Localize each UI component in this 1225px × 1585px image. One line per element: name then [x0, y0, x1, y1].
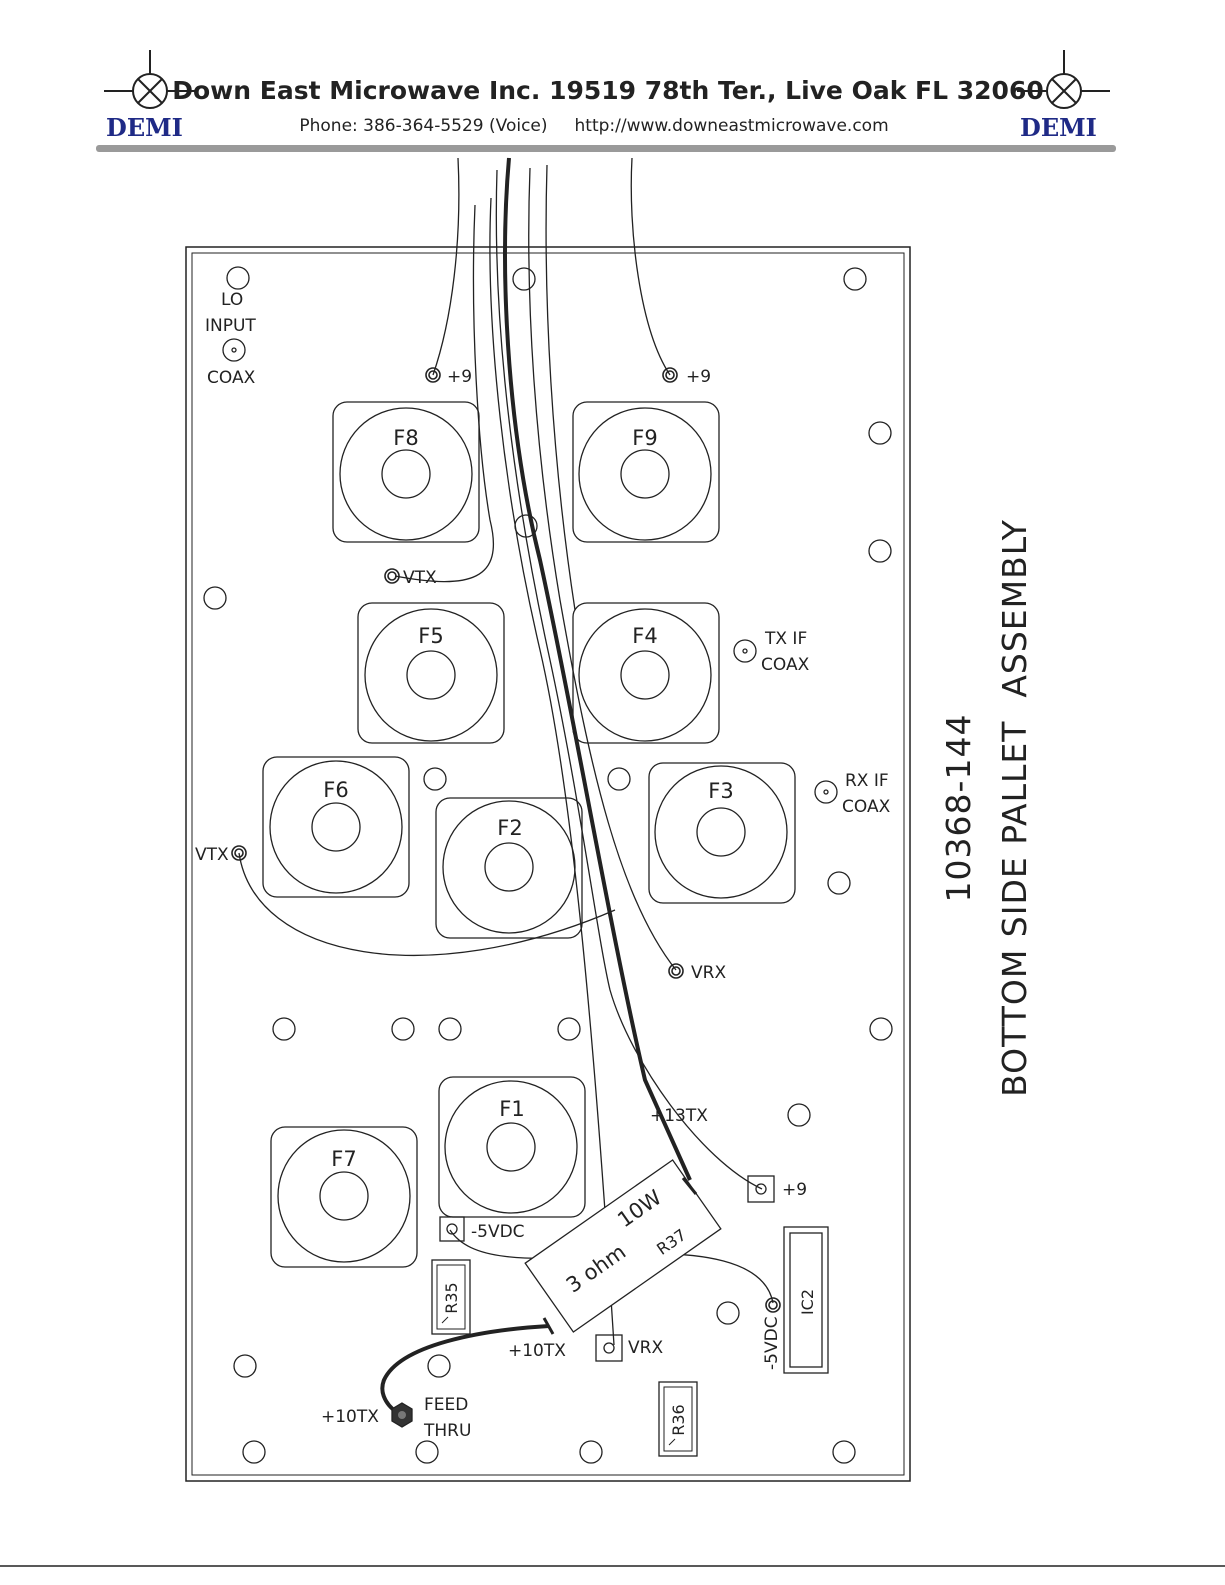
minus5vdc-label-a: -5VDC	[471, 1222, 525, 1242]
filter-label-f2: F2	[497, 816, 522, 840]
filter-f6	[262, 756, 410, 898]
filter-label-f8: F8	[393, 426, 418, 450]
resistor-r35	[431, 1259, 471, 1335]
company-address: Down East Microwave Inc. 19519 78th Ter.…	[172, 76, 1043, 105]
resistor-r36	[658, 1381, 698, 1457]
vrx-label-a: VRX	[691, 963, 726, 983]
vtx-label-a: VTX	[403, 568, 437, 588]
pallet-outer	[185, 246, 911, 1482]
coax-connectors	[222, 338, 838, 804]
filter-label-f9: F9	[632, 426, 657, 450]
r37-terminal-top	[681, 1177, 698, 1195]
feed-thru-label-1: FEED	[424, 1395, 468, 1415]
feed-thru-label-2: THRU	[423, 1421, 471, 1441]
lo-input-label-2: INPUT	[205, 316, 256, 336]
rx-if-label-1: RX IF	[845, 771, 889, 791]
lo-input-label-3: COAX	[207, 368, 256, 388]
plus10tx-label-a: +10TX	[508, 1341, 566, 1361]
filter-f8	[332, 401, 480, 543]
filter-label-f1: F1	[499, 1097, 524, 1121]
vrx-label-b: VRX	[628, 1338, 663, 1358]
rx-if-label-2: COAX	[842, 797, 891, 817]
filter-f2	[435, 797, 583, 939]
tx-if-label-2: COAX	[761, 655, 810, 675]
plus9-label-c: +9	[782, 1180, 807, 1200]
ic2-package	[783, 1226, 829, 1374]
square-pads	[439, 1175, 775, 1362]
filter-label-f5: F5	[418, 624, 443, 648]
filter-f7	[270, 1126, 418, 1268]
company-contact: Phone: 386-364-5529 (Voice) http://www.d…	[299, 116, 888, 136]
logo-text-left: DEMI	[106, 113, 183, 142]
filter-label-f6: F6	[323, 778, 348, 802]
filter-f5	[357, 602, 505, 744]
pallet-inner	[191, 252, 905, 1476]
minus5vdc-label-b: -5VDC	[762, 1316, 782, 1370]
filter-f9	[572, 401, 720, 543]
connection-points	[231, 367, 781, 1313]
header-bar	[96, 145, 1116, 152]
wires	[238, 157, 774, 1416]
vtx-label-b: VTX	[195, 845, 229, 865]
r36-label: R36	[669, 1404, 688, 1435]
tx-if-label-1: TX IF	[764, 629, 807, 649]
filter-label-f7: F7	[331, 1147, 356, 1171]
demi-logo-left	[104, 50, 196, 109]
part-number-title: 10368-144	[939, 714, 978, 903]
demi-logo-right	[1017, 50, 1110, 109]
filter-label-f4: F4	[632, 624, 657, 648]
feed-thru-center	[398, 1411, 406, 1419]
lo-input-label-1: LO	[221, 290, 243, 310]
resistor-r37: 3 ohm 10W R37	[524, 1159, 722, 1333]
filter-f3	[648, 762, 796, 904]
ic2-label: IC2	[798, 1289, 817, 1315]
header: DEMI DEMI Down East Microwave Inc. 19519…	[96, 50, 1116, 152]
plus9-label-a: +9	[447, 367, 472, 387]
r37-terminal-bottom	[542, 1317, 555, 1335]
assembly-title: BOTTOM SIDE PALLET ASSEMBLY	[995, 519, 1034, 1097]
labels: LO INPUT COAX +9 +9 VTX TX IF COAX RX IF…	[195, 290, 891, 1441]
plus9-label-b: +9	[686, 367, 711, 387]
mounting-holes	[203, 266, 893, 1464]
plus10tx-label-b: +10TX	[321, 1407, 379, 1427]
r35-label: R35	[442, 1282, 461, 1313]
filter-label-f3: F3	[708, 779, 733, 803]
plus13tx-label: +13TX	[650, 1106, 708, 1126]
logo-text-right: DEMI	[1020, 113, 1097, 142]
filter-f1	[438, 1076, 586, 1218]
